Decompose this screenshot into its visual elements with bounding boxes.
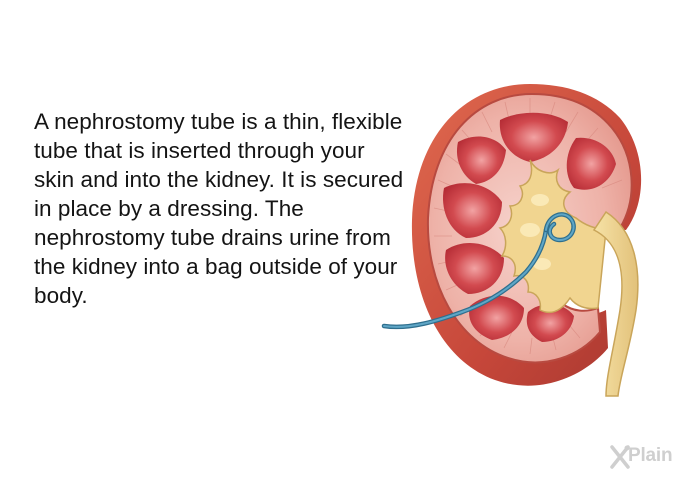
xplain-logo: Plain (608, 442, 694, 472)
body-paragraph: A nephrostomy tube is a thin, flexible t… (34, 109, 404, 308)
ureter (592, 210, 639, 397)
logo-text: Plain (628, 445, 673, 466)
x-plain-logo-icon (610, 445, 630, 469)
kidney-illustration-icon (381, 84, 642, 397)
renal-pyramids (442, 112, 616, 342)
